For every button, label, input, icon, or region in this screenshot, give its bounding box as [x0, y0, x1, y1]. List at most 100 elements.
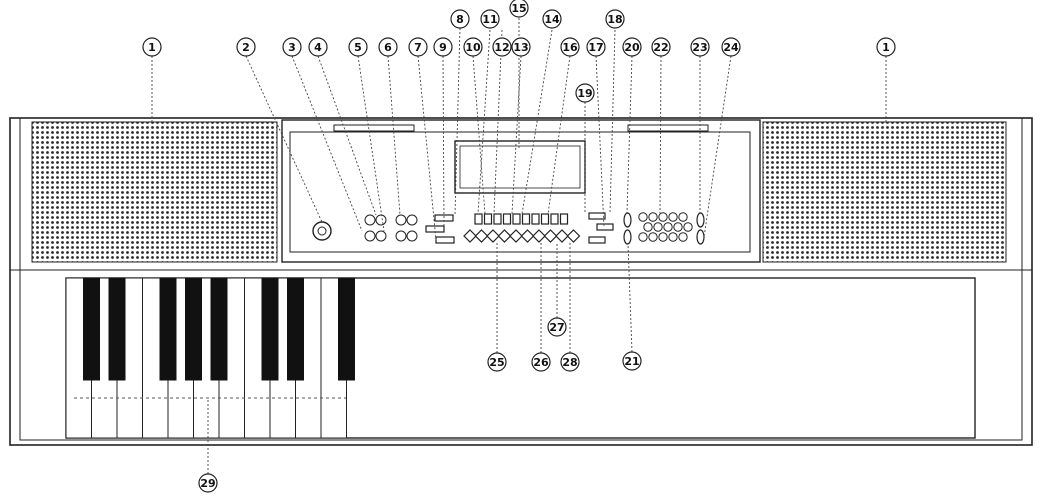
select-button[interactable] [559, 213, 569, 225]
round-button[interactable] [375, 214, 387, 226]
callout-13: 13 [511, 37, 531, 57]
callout-label: 20 [624, 41, 640, 54]
callout-label: 16 [562, 41, 578, 54]
leader-line [477, 29, 491, 215]
diamond-button[interactable] [520, 229, 535, 243]
number-button[interactable] [638, 212, 648, 222]
panel-buttons[interactable] [364, 212, 705, 245]
callout-label: 15 [511, 2, 526, 15]
callout-label: 24 [723, 41, 739, 54]
black-key[interactable] [108, 277, 126, 381]
callout-10: 10 [463, 37, 483, 57]
black-key[interactable] [210, 277, 228, 381]
function-button[interactable] [588, 212, 606, 220]
black-key[interactable] [287, 277, 304, 381]
lcd-display [454, 140, 586, 194]
diamond-button[interactable] [474, 229, 489, 243]
function-button[interactable] [435, 236, 455, 244]
number-button[interactable] [678, 232, 688, 242]
number-button[interactable] [663, 222, 673, 232]
panel-controls [312, 221, 332, 241]
select-button[interactable] [483, 213, 493, 225]
round-button[interactable] [364, 214, 376, 226]
function-button[interactable] [588, 236, 606, 244]
select-button[interactable] [531, 213, 540, 225]
number-button[interactable] [638, 232, 648, 242]
tempo-button[interactable] [696, 212, 705, 228]
callout-circle [542, 9, 562, 29]
diamond-button[interactable] [463, 229, 477, 243]
number-button[interactable] [658, 232, 668, 242]
diamond-button[interactable] [543, 229, 558, 243]
leader-line [442, 55, 445, 227]
callout-27: 27 [547, 317, 567, 337]
select-button[interactable] [550, 213, 559, 225]
callout-6: 6 [378, 37, 398, 57]
volume-button[interactable] [623, 212, 632, 228]
diamond-button[interactable] [566, 229, 581, 243]
round-button[interactable] [406, 214, 418, 226]
callout-label: 21 [624, 355, 639, 368]
black-key[interactable] [338, 277, 355, 381]
callout-5: 5 [348, 37, 368, 57]
callout-11: 11 [480, 9, 500, 29]
number-button[interactable] [673, 222, 683, 232]
callout-circle [721, 37, 741, 57]
black-key[interactable] [83, 277, 100, 381]
select-button[interactable] [493, 213, 502, 225]
number-button[interactable] [668, 232, 678, 242]
callout-label: 7 [414, 41, 422, 54]
diamond-button[interactable] [532, 229, 546, 243]
callout-circle [560, 37, 580, 57]
select-button[interactable] [512, 213, 521, 225]
function-button[interactable] [596, 223, 614, 231]
callout-23: 23 [690, 37, 710, 57]
select-button[interactable] [502, 213, 512, 225]
black-key[interactable] [159, 277, 177, 381]
piano-keys[interactable] [65, 277, 355, 439]
callout-label: 25 [489, 356, 504, 369]
select-button[interactable] [474, 213, 483, 225]
number-button[interactable] [658, 212, 668, 222]
callout-circle [690, 37, 710, 57]
diamond-button[interactable] [509, 229, 523, 243]
callout-21: 21 [622, 351, 642, 371]
volume-button[interactable] [623, 229, 632, 245]
callout-26: 26 [531, 352, 551, 372]
number-button[interactable] [648, 212, 658, 222]
callout-circle [408, 37, 428, 57]
select-button[interactable] [521, 213, 531, 225]
callout-circle [480, 9, 500, 29]
leader-line [454, 27, 461, 216]
callout-label: 23 [692, 41, 707, 54]
tempo-button[interactable] [696, 229, 705, 245]
number-button[interactable] [643, 222, 653, 232]
black-key[interactable] [261, 277, 279, 381]
round-button[interactable] [395, 214, 407, 226]
select-button[interactable] [540, 213, 550, 225]
number-button[interactable] [683, 222, 693, 232]
callout-circle [378, 37, 398, 57]
diamond-button[interactable] [486, 229, 500, 243]
music-stand-slot-right [627, 124, 709, 132]
black-key[interactable] [185, 277, 202, 381]
number-button[interactable] [678, 212, 688, 222]
number-button[interactable] [648, 232, 658, 242]
callout-circle [547, 317, 567, 337]
diamond-button[interactable] [555, 229, 569, 243]
callout-circle [282, 37, 302, 57]
number-button[interactable] [653, 222, 663, 232]
round-button[interactable] [375, 230, 387, 242]
callout-circle [463, 37, 483, 57]
round-button[interactable] [364, 230, 376, 242]
leader-line [317, 55, 377, 216]
callout-label: 1 [148, 41, 156, 54]
callout-label: 3 [288, 41, 296, 54]
diamond-button[interactable] [497, 229, 512, 243]
leader-line [472, 55, 486, 215]
callout-label: 13 [513, 41, 528, 54]
number-button[interactable] [668, 212, 678, 222]
right-speaker-grille [762, 121, 1007, 263]
round-button[interactable] [395, 230, 407, 242]
round-button[interactable] [406, 230, 418, 242]
